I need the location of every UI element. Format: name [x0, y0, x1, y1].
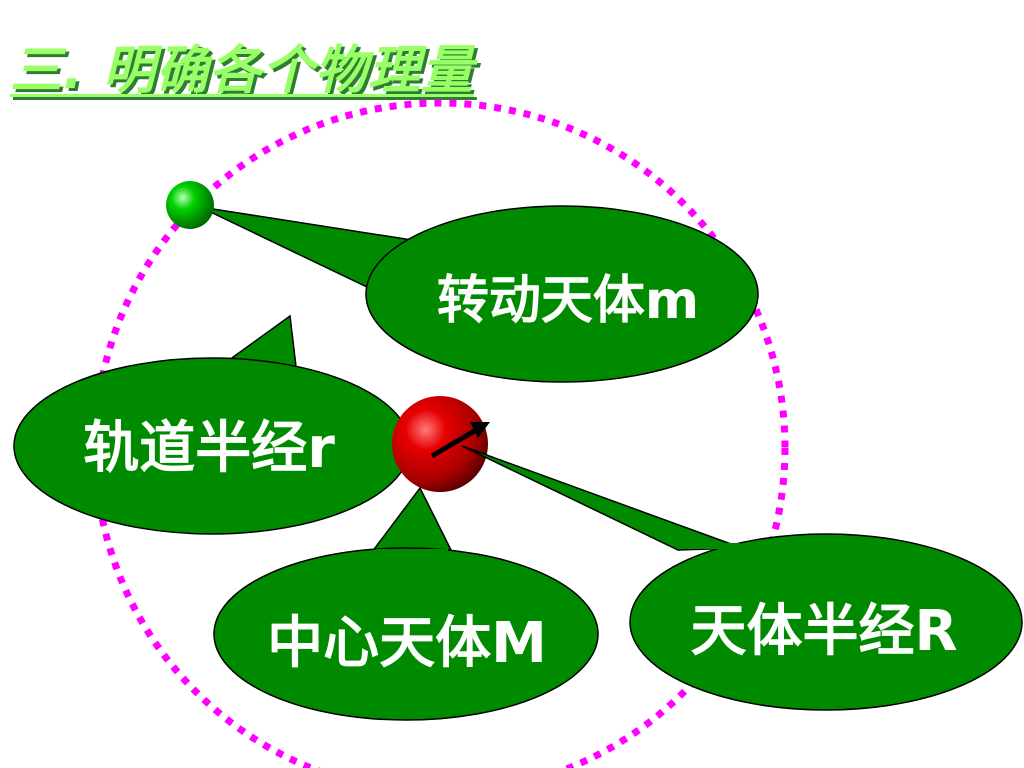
slide-title: 三. 明确各个物理量 [10, 41, 474, 101]
callout-body-radius [461, 445, 1023, 711]
central-body-sphere [392, 396, 488, 492]
rotating-body-sphere [166, 181, 214, 229]
body-radius-label: 天体半经R [690, 599, 958, 664]
callout-orbit-radius [13, 314, 411, 535]
central-body-label: 中心天体M [267, 611, 547, 676]
rotating-body-label: 转动天体m [436, 271, 700, 331]
radius-arrow [430, 422, 490, 459]
orbit-radius-label: 轨道半经r [83, 416, 335, 481]
callout-rotating-body [199, 205, 759, 383]
callout-central-body [213, 486, 599, 721]
